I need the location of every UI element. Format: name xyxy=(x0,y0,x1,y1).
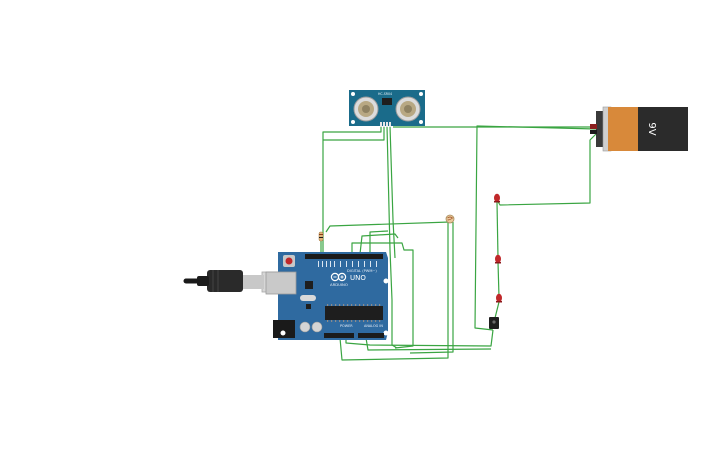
board-brand: ARDUINO xyxy=(330,282,348,287)
pin-labels-top xyxy=(318,261,377,267)
wire-sensor-gnd[interactable] xyxy=(389,125,396,259)
sensor-transducer-left-icon xyxy=(353,96,379,122)
atmega-chip xyxy=(325,306,383,320)
wire-ldr-top[interactable] xyxy=(325,221,451,233)
sensor-crystal xyxy=(382,98,392,105)
power-jack[interactable] xyxy=(273,320,295,338)
battery-clip-black xyxy=(590,130,597,134)
wire-led-chain-1[interactable] xyxy=(496,201,499,259)
wire-sensor-echo[interactable] xyxy=(386,125,398,349)
wire-led-buzzer[interactable] xyxy=(494,301,500,319)
led-icon[interactable] xyxy=(494,193,500,203)
power-header[interactable] xyxy=(324,333,354,338)
wire-sensor-vcc[interactable] xyxy=(322,126,382,256)
analog-header[interactable] xyxy=(358,333,384,338)
sensor-label: HC-SR04 xyxy=(378,92,392,96)
ultrasonic-sensor[interactable]: HC-SR04 xyxy=(349,90,425,127)
wire-sensor-trig[interactable] xyxy=(323,126,385,141)
reset-button-cap xyxy=(285,257,293,265)
digital-header-label: DIGITAL (PWM~) xyxy=(347,269,377,273)
wire-digital-3[interactable] xyxy=(369,230,389,254)
battery-9v[interactable]: 9V xyxy=(590,106,688,152)
wire-ldr-left[interactable] xyxy=(339,222,449,361)
wire-battery-led[interactable] xyxy=(496,133,597,206)
usb-chip xyxy=(305,281,313,289)
wire-digital-1[interactable] xyxy=(351,242,414,349)
usb-port[interactable] xyxy=(265,271,297,295)
digital-header[interactable] xyxy=(305,254,383,259)
power-header-label: POWER xyxy=(340,324,353,328)
battery-clip-red xyxy=(590,124,597,129)
led-icon[interactable] xyxy=(495,254,501,264)
sensor-pins[interactable] xyxy=(380,122,391,127)
wire-battery-rail[interactable] xyxy=(474,125,597,331)
board-model: UNO xyxy=(350,274,366,282)
wire-analog-buzzer[interactable] xyxy=(365,337,492,351)
wire-digital-2[interactable] xyxy=(359,233,399,255)
crystal xyxy=(300,295,316,301)
wires xyxy=(320,125,597,361)
buzzer-icon[interactable] xyxy=(489,317,499,329)
photoresistor-icon[interactable] xyxy=(445,214,455,224)
battery-terminal-cap[interactable] xyxy=(596,111,603,147)
resistor-icon[interactable] xyxy=(318,231,324,242)
led-icon[interactable] xyxy=(496,293,502,303)
arduino-board[interactable]: DIGITAL (PWM~) UNO ARDUINO xyxy=(265,252,389,340)
wire-gnd-buzzer[interactable] xyxy=(345,329,494,347)
battery-label: 9V xyxy=(646,122,657,135)
analog-header-label: ANALOG IN xyxy=(364,324,383,328)
wire-ldr-right[interactable] xyxy=(409,222,454,354)
arduino-logo-icon xyxy=(330,272,347,282)
wire-led-chain-2[interactable] xyxy=(497,261,500,298)
sensor-transducer-right-icon xyxy=(395,96,421,122)
capacitor-1 xyxy=(299,321,311,333)
capacitor-2 xyxy=(311,321,323,333)
